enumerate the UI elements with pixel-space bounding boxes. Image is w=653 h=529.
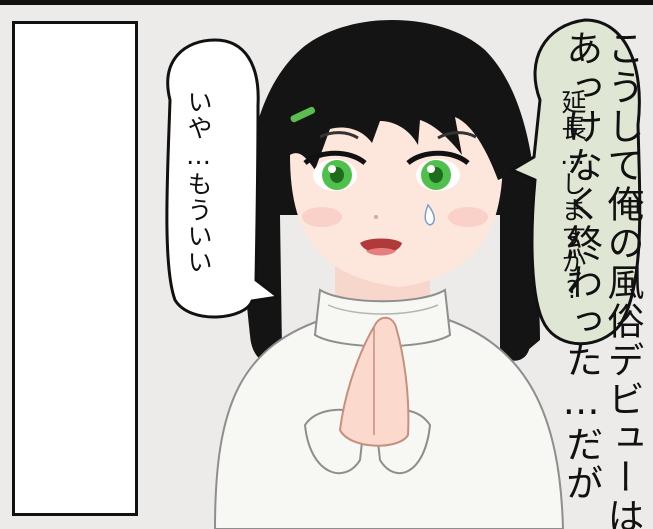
manga-illustration bbox=[165, 18, 642, 529]
sweat-drop bbox=[424, 203, 435, 226]
face bbox=[290, 105, 504, 287]
hair-bangs bbox=[281, 26, 512, 180]
brow-left bbox=[319, 131, 359, 140]
narration-text: こうして俺の風俗デビューは あっけなく終わった…だが… bbox=[559, 29, 644, 529]
speech-bubble-right-shape bbox=[508, 18, 642, 346]
blush-right bbox=[448, 207, 488, 227]
hair-side-right bbox=[502, 165, 540, 350]
narration-box bbox=[12, 21, 138, 516]
hair-clip bbox=[290, 106, 316, 123]
speech-bubble-left-text: いや…もういい bbox=[184, 89, 213, 275]
speech-bubble-left-shape bbox=[165, 38, 282, 319]
eye-right bbox=[406, 150, 470, 191]
brow-right bbox=[437, 131, 477, 140]
eye-left bbox=[303, 150, 367, 191]
blush-left bbox=[302, 207, 342, 227]
speech-bubble-right-text: 延長…しますか? bbox=[558, 89, 587, 305]
nose bbox=[374, 215, 378, 219]
